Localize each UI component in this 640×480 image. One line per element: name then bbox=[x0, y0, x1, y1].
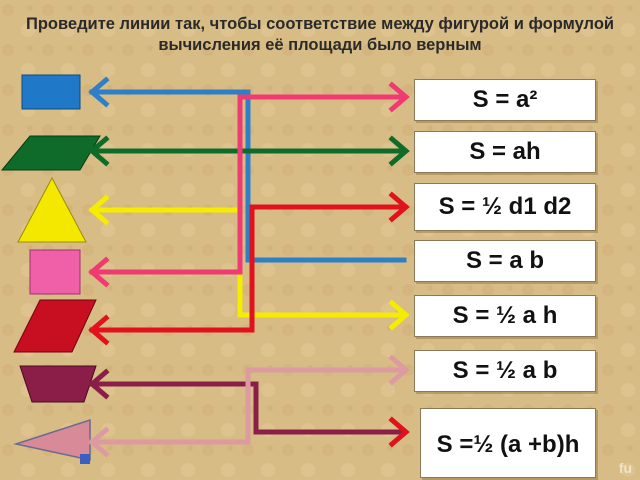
arrowhead-f7-right bbox=[388, 416, 410, 448]
pink-square-shape[interactable] bbox=[29, 249, 81, 295]
blue-square-shape[interactable] bbox=[21, 74, 81, 110]
right-triangle-shape[interactable] bbox=[13, 418, 91, 461]
arrowhead-f3-right bbox=[388, 191, 410, 223]
right-angle-marker bbox=[80, 454, 90, 464]
formula-box-right-triangle-area[interactable]: S = ½ a b bbox=[414, 350, 596, 392]
red-rhombus-shape[interactable] bbox=[13, 299, 97, 353]
formula-box-square-area[interactable]: S = a² bbox=[414, 79, 596, 121]
formula-box-rhombus-area[interactable]: S = ½ d1 d2 bbox=[414, 183, 596, 231]
arrowhead-yellow-left bbox=[88, 194, 110, 226]
arrowhead-green-left bbox=[88, 135, 110, 167]
watermark: fu bbox=[618, 460, 632, 476]
arrowhead-pink-left bbox=[88, 256, 110, 288]
red-connector-line bbox=[89, 204, 407, 333]
formula-box-rectangle-area[interactable]: S = a b bbox=[414, 240, 596, 282]
arrowhead-lightpink-left bbox=[88, 426, 110, 458]
formula-box-triangle-area[interactable]: S = ½ a h bbox=[414, 295, 596, 337]
maroon-connector-line bbox=[89, 381, 407, 435]
formula-box-trapezoid-area[interactable]: S =½ (a +b)h bbox=[420, 408, 596, 478]
formula-box-parallelogram-area[interactable]: S = ah bbox=[414, 131, 596, 173]
arrowhead-f2-right bbox=[388, 135, 410, 167]
arrowhead-f1-right bbox=[388, 81, 410, 113]
green-parallelogram-shape[interactable] bbox=[0, 135, 101, 171]
pink-connector-line bbox=[89, 94, 407, 275]
arrowhead-blue-left bbox=[88, 76, 110, 108]
light-pink-connector-line bbox=[89, 367, 407, 445]
arrowhead-f5-right bbox=[388, 299, 410, 331]
trapezoid-shape[interactable] bbox=[19, 365, 97, 403]
instruction-title: Проведите линии так, чтобы соответствие … bbox=[25, 15, 615, 54]
yellow-triangle-shape[interactable] bbox=[17, 176, 87, 243]
arrowhead-red-left bbox=[88, 314, 110, 346]
arrowhead-maroon-left bbox=[88, 368, 110, 400]
arrowhead-f6-right bbox=[388, 354, 410, 386]
blue-connector-line bbox=[89, 89, 407, 263]
